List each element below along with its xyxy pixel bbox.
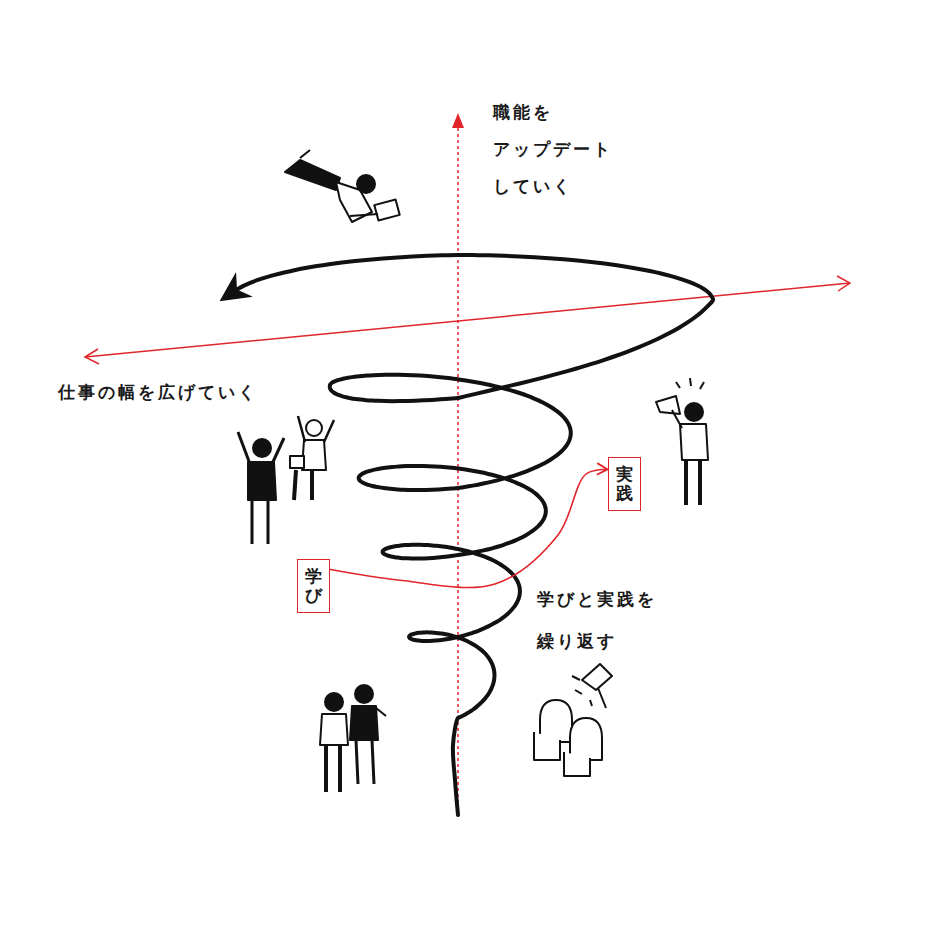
annotation-text: 職能を アップデート していく [493, 94, 653, 205]
axis-arrowhead [837, 276, 850, 291]
annotation-text: 仕事の幅を広げていく [58, 380, 318, 404]
object-figures [534, 664, 612, 776]
person-figure [285, 150, 400, 222]
term-box: 学び [297, 559, 330, 612]
axis-arrowhead [85, 349, 99, 364]
spiral [235, 255, 714, 815]
person-figure [238, 416, 334, 544]
person-figure [320, 685, 386, 792]
term-box: 実践 [608, 457, 641, 510]
box-text: 学び [305, 567, 322, 604]
spiral-line [235, 255, 714, 815]
box-text: 実践 [616, 465, 633, 502]
axis-arrowhead [452, 113, 464, 128]
cycle-arrow [330, 469, 608, 587]
person-figure [656, 378, 708, 505]
annotation-text: 学びと実践を 繰り返す [537, 578, 687, 662]
vertical-axis [457, 128, 459, 815]
horizontal-axis [85, 283, 850, 357]
